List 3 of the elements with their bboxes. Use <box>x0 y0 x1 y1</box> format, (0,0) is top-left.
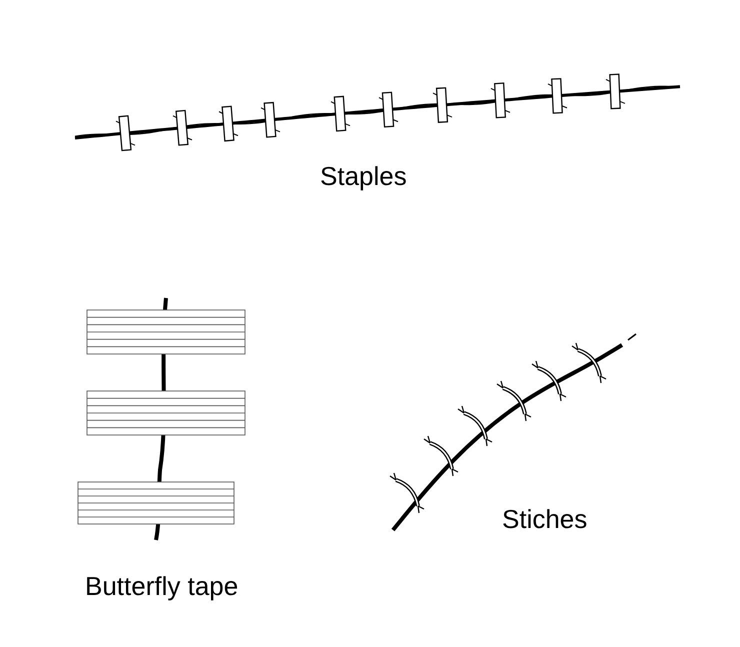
caption: Stiches <box>502 505 588 534</box>
caption: Butterfly tape <box>85 572 238 601</box>
caption: Staples <box>320 162 407 191</box>
